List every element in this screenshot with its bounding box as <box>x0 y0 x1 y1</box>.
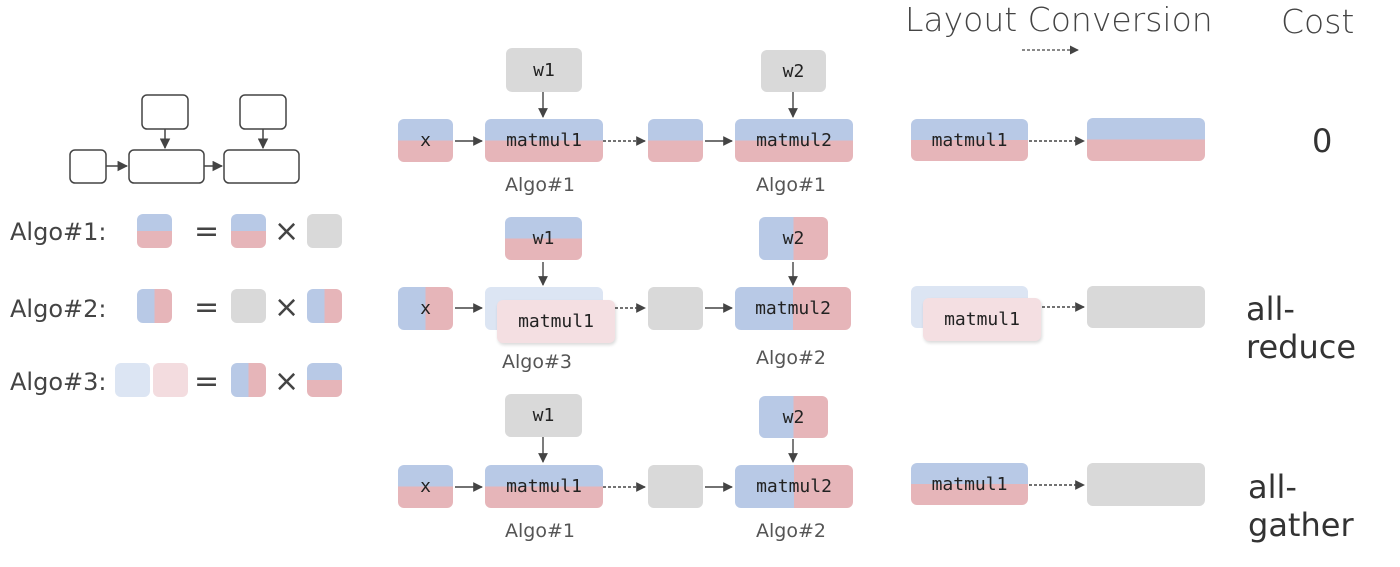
algo3-partial-blue <box>115 363 150 397</box>
row1-x-label: x <box>420 130 431 151</box>
algo1-right-operand <box>307 214 342 248</box>
row1-conv-matmul1: matmul1 <box>911 119 1028 161</box>
algo2-result-block <box>137 289 172 323</box>
algo3-right-operand <box>307 363 342 397</box>
row2-x-node: x <box>398 287 453 330</box>
row3-conv-target <box>1087 463 1205 506</box>
legend-algo1-label: Algo#1: <box>10 218 107 246</box>
row2-conv-matmul1: matmul1 <box>923 298 1041 341</box>
row1-w2-node: w2 <box>761 50 826 92</box>
row2-conv-matmul1-label: matmul1 <box>944 309 1020 330</box>
row2-w1-label: w1 <box>532 228 555 249</box>
row1-matmul1-label: matmul1 <box>506 130 582 151</box>
row3-w1-node: w1 <box>505 394 582 437</box>
algo3-partial-red <box>153 363 188 397</box>
row3-w1-label: w1 <box>532 405 555 426</box>
algo3-times: × <box>274 364 300 399</box>
row2-w2-label: w2 <box>782 228 805 249</box>
cost-header: Cost <box>1281 2 1355 41</box>
row1-caption2: Algo#1 <box>756 174 826 196</box>
row3-matmul1-node: matmul1 <box>485 465 603 508</box>
row2-matmul2-label: matmul2 <box>755 298 831 319</box>
algo1-times: × <box>274 214 300 249</box>
row1-caption1: Algo#1 <box>505 174 575 196</box>
algo1-left-operand <box>231 214 266 248</box>
row2-caption2: Algo#2 <box>756 347 826 369</box>
row2-x-label: x <box>420 298 431 319</box>
row1-w2-label: w2 <box>782 60 805 82</box>
algo3-left-operand <box>231 363 266 397</box>
row2-matmul1-label: matmul1 <box>518 311 594 332</box>
row3-matmul2-label: matmul2 <box>756 476 832 497</box>
row1-intermediate-tensor <box>648 119 703 162</box>
legend-algo3-label: Algo#3: <box>10 368 107 396</box>
row3-conv-matmul1-label: matmul1 <box>931 473 1008 495</box>
row3-x-label: x <box>420 476 431 497</box>
row1-w1-label: w1 <box>533 59 555 81</box>
row2-matmul1-node: matmul1 <box>497 300 615 343</box>
row3-conv-matmul1: matmul1 <box>911 463 1028 505</box>
row1-matmul2-node: matmul2 <box>735 119 853 162</box>
algo3-equals: = <box>194 364 220 399</box>
row1-x-node: x <box>398 119 453 162</box>
row2-cost: all-reduce <box>1246 290 1357 366</box>
row3-matmul2-node: matmul2 <box>735 465 853 508</box>
algo1-equals: = <box>194 214 220 249</box>
row1-matmul1-node: matmul1 <box>485 119 603 162</box>
row2-matmul2-node: matmul2 <box>735 287 851 330</box>
row3-w2-label: w2 <box>782 406 805 428</box>
algo1-result-block <box>137 214 172 248</box>
row3-caption2: Algo#2 <box>756 520 826 542</box>
algo2-equals: = <box>194 290 220 325</box>
row3-cost: all-gather <box>1248 468 1354 544</box>
row3-intermediate-tensor <box>648 465 703 508</box>
row2-intermediate-tensor <box>648 287 703 330</box>
row1-w1-node: w1 <box>506 48 582 92</box>
algo2-right-operand <box>307 289 342 323</box>
row3-x-node: x <box>398 465 453 508</box>
row1-conv-matmul1-label: matmul1 <box>931 129 1008 151</box>
row1-conv-target <box>1087 118 1205 161</box>
row1-cost: 0 <box>1312 122 1333 160</box>
algo2-times: × <box>274 290 300 325</box>
row3-w2-node: w2 <box>759 396 828 438</box>
algo2-left-operand <box>231 289 266 323</box>
row3-matmul1-label: matmul1 <box>506 476 582 497</box>
legend-algo2-label: Algo#2: <box>10 295 107 323</box>
row3-caption1: Algo#1 <box>505 520 575 542</box>
row2-conv-target <box>1087 286 1205 328</box>
row2-caption1: Algo#3 <box>502 351 572 373</box>
graph-icon <box>69 94 300 184</box>
layout-conversion-header: Layout Conversion <box>905 0 1213 39</box>
row2-w1-node: w1 <box>505 217 582 260</box>
row2-w2-node: w2 <box>759 217 828 260</box>
row1-matmul2-label: matmul2 <box>756 130 832 151</box>
